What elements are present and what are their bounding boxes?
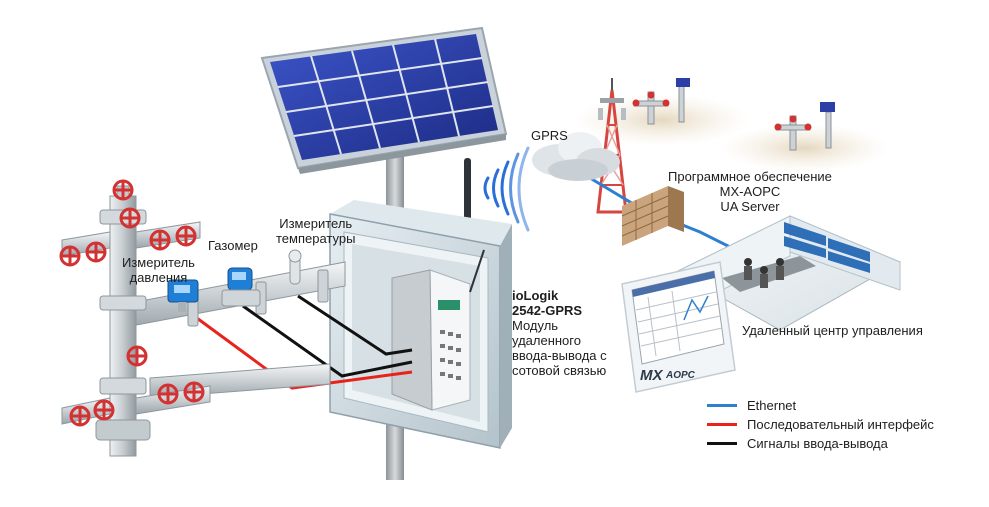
mx-aopc-logo: MX AOPC (640, 367, 696, 384)
valve-icon (59, 179, 205, 427)
gas-meter-icon (221, 267, 261, 307)
legend-swatch (707, 423, 737, 426)
gas-meter-label: Газомер (208, 238, 258, 253)
device-description: Модуль удаленного ввода-вывода с сотовой… (512, 318, 607, 378)
legend: Ethernet Последовательный интерфейс Сигн… (707, 396, 934, 453)
firewall-icon (621, 186, 684, 246)
pressure-gauge-icon (167, 279, 199, 312)
io-cable (242, 304, 413, 378)
pressure-gauge-label: Измеритель давления (122, 255, 195, 285)
legend-swatch (707, 442, 737, 445)
legend-label: Последовательный интерфейс (747, 417, 934, 432)
svg-text:MX: MX (640, 367, 663, 384)
serial-cable (189, 311, 413, 390)
gprs-label: GPRS (531, 128, 568, 143)
software-screen-icon (621, 261, 736, 393)
temperature-sensor-icon (288, 249, 302, 285)
remote-wellhead-icon (632, 78, 690, 125)
wireless-signal-icon (483, 146, 530, 232)
legend-label: Ethernet (747, 398, 797, 413)
control-center-label: Удаленный центр управления (742, 323, 923, 338)
legend-label: Сигналы ввода-вывода (747, 436, 888, 451)
wellhead-shadow (720, 124, 890, 172)
legend-item-serial: Последовательный интерфейс (707, 415, 934, 434)
gprs-cloud-icon (532, 132, 620, 181)
legend-item-ethernet: Ethernet (707, 396, 934, 415)
device-title: ioLogik 2542-GPRS (512, 288, 583, 318)
temperature-meter-label: Измеритель температуры (276, 216, 356, 246)
solar-panel-icon (260, 26, 508, 174)
legend-swatch (707, 404, 737, 407)
svg-text:AOPC: AOPC (665, 370, 696, 381)
legend-item-io: Сигналы ввода-вывода (707, 434, 934, 453)
software-label: Программное обеспечение MX-AOPC UA Serve… (668, 169, 832, 214)
io-cable (297, 294, 413, 356)
remote-wellhead-icon (774, 102, 835, 151)
iologik-module-icon (391, 249, 485, 411)
